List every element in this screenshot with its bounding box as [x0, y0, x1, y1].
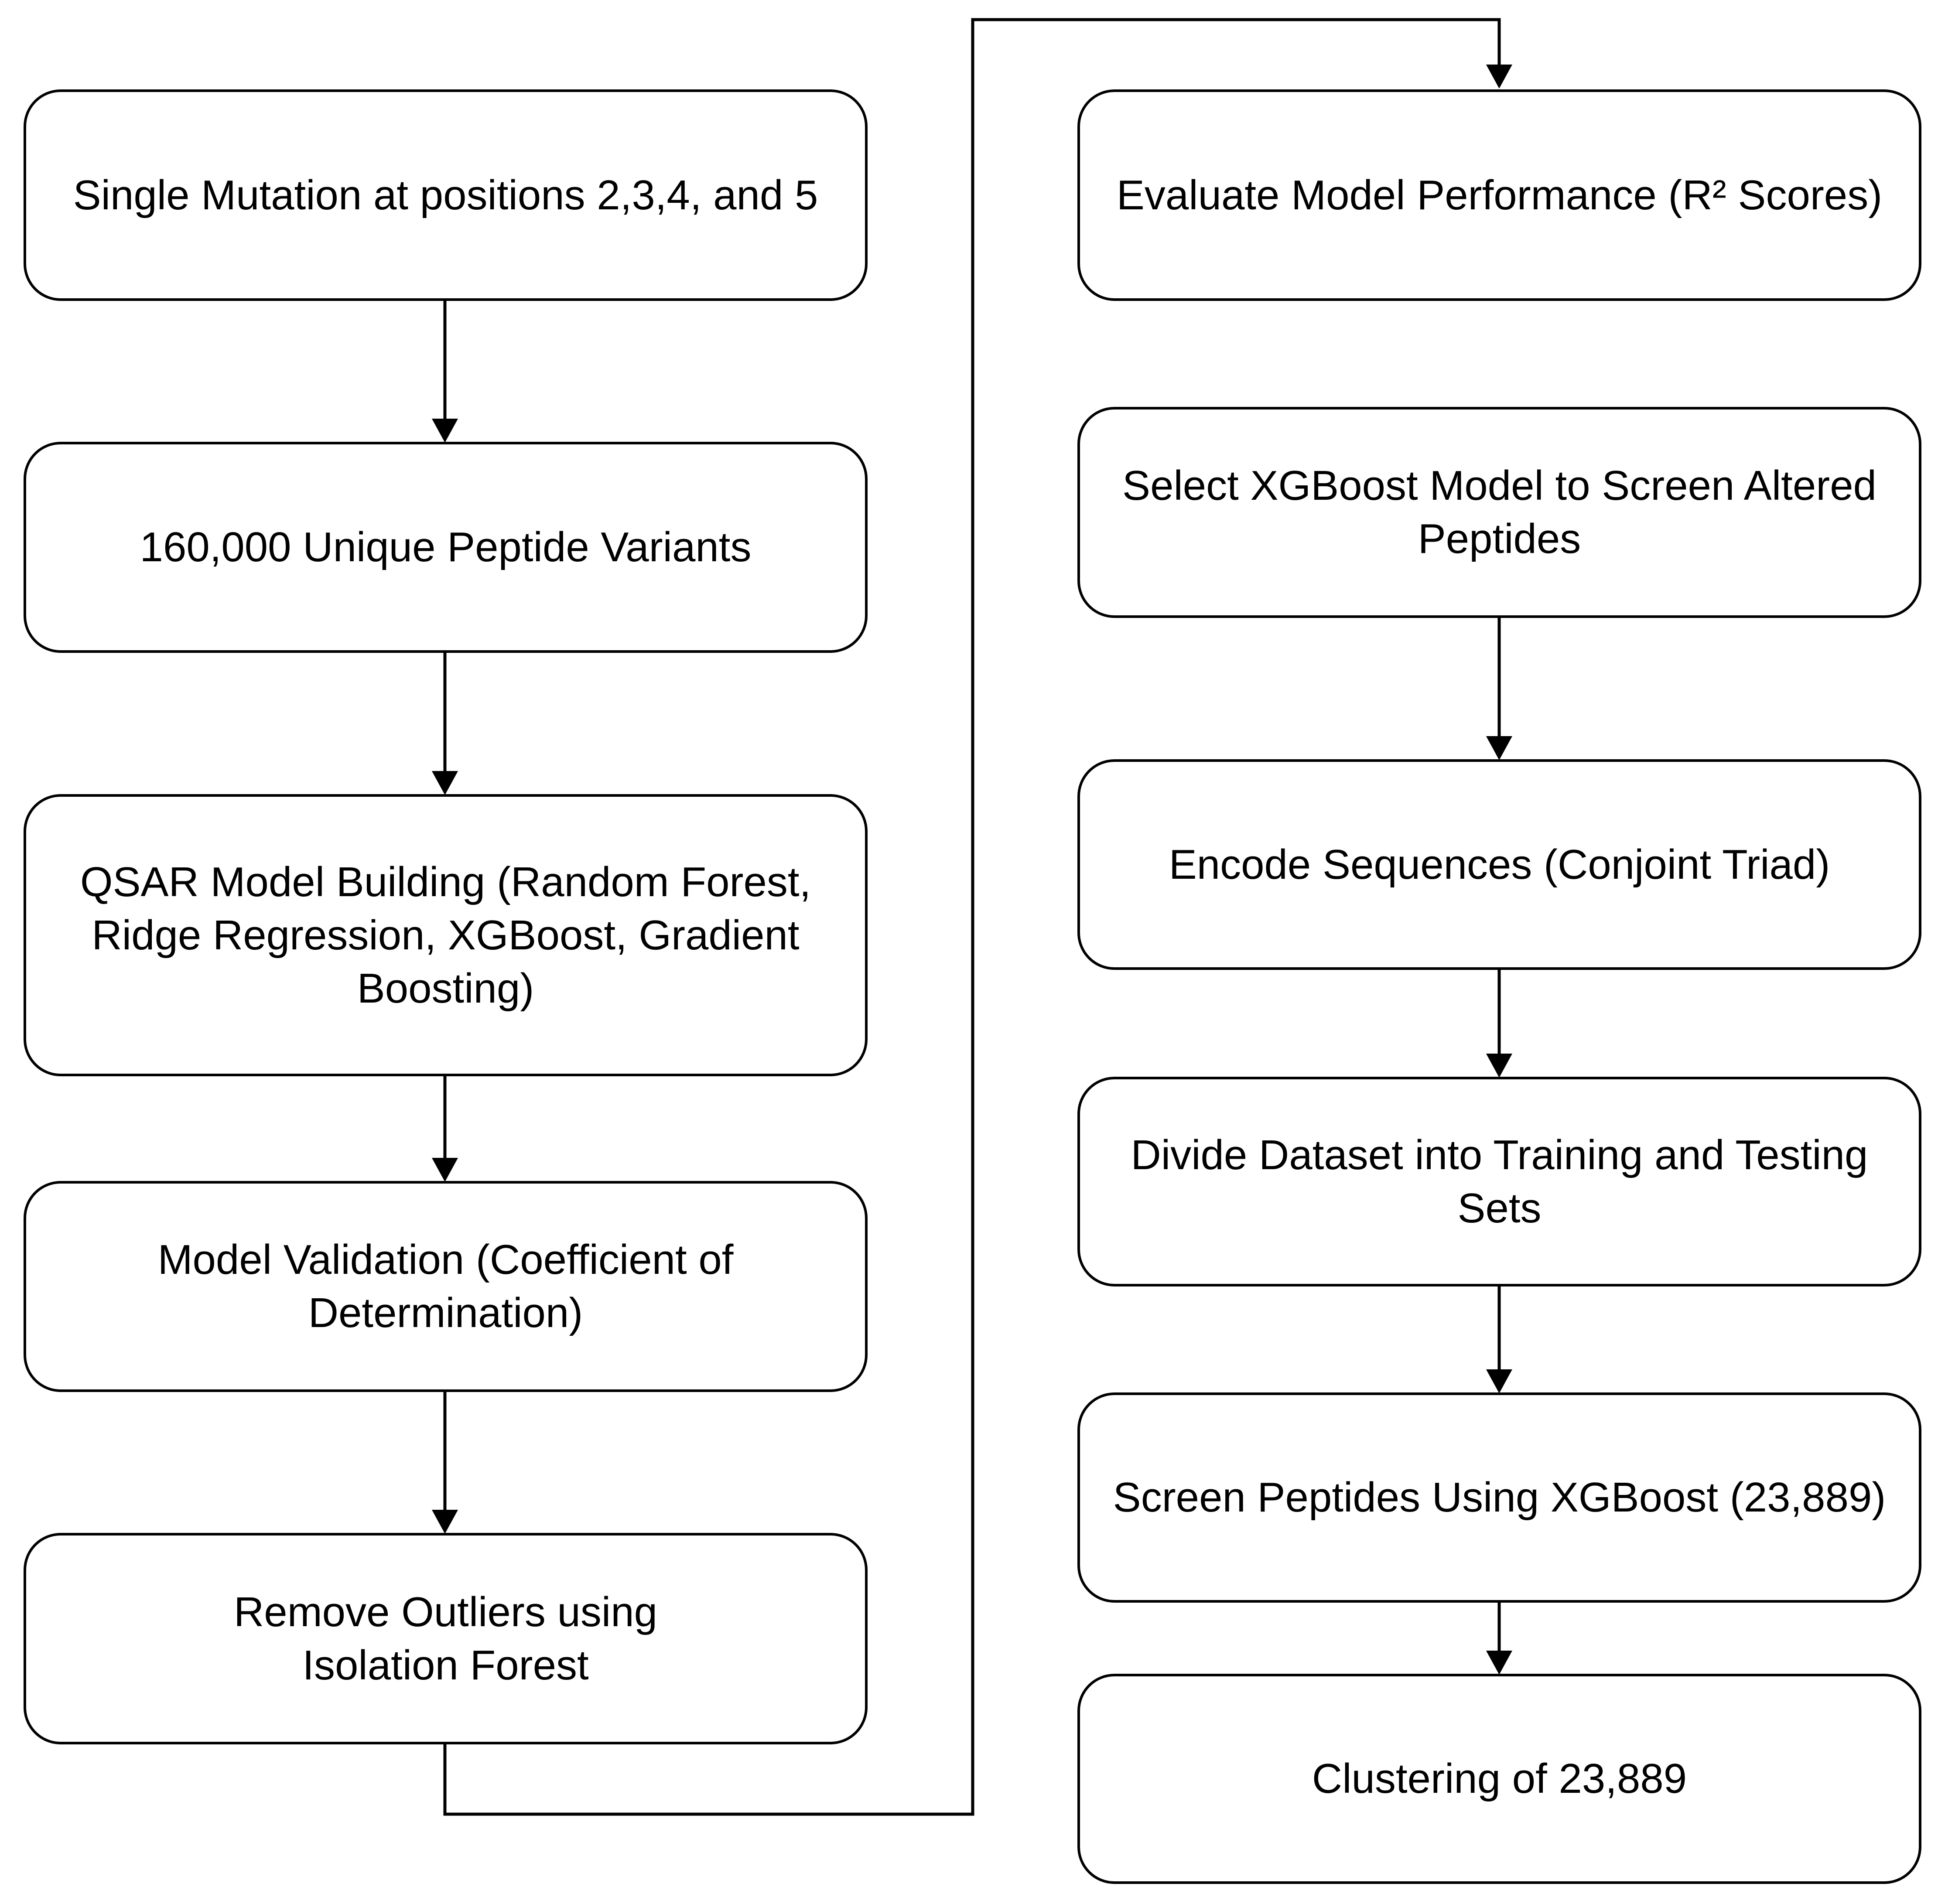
step-screen-peptides: Screen Peptides Using XGBoost (23,889)	[1077, 1392, 1921, 1603]
step-label: Clustering of 23,889	[1312, 1755, 1687, 1802]
step-label: Screen Peptides Using XGBoost (23,889)	[1113, 1474, 1886, 1521]
step-evaluate-performance: Evaluate Model Performance (R² Scores)	[1077, 89, 1921, 301]
step-single-mutation: Single Mutation at positions 2,3,4, and …	[24, 89, 868, 301]
step-label: 160,000 Unique Peptide Variants	[140, 524, 752, 570]
step-label: Select XGBoost Model to Screen Altered P…	[1122, 462, 1876, 562]
arrowhead	[1486, 1054, 1512, 1078]
step-select-xgboost: Select XGBoost Model to Screen Altered P…	[1077, 407, 1921, 618]
step-qsar-model-building: QSAR Model Building (Random Forest, Ridg…	[24, 794, 868, 1076]
step-remove-outliers: Remove Outliers using Isolation Forest	[24, 1533, 868, 1744]
step-label: Model Validation (Coefficient of Determi…	[157, 1236, 734, 1336]
arrowhead	[1486, 736, 1512, 760]
step-unique-variants: 160,000 Unique Peptide Variants	[24, 442, 868, 653]
arrowhead	[1486, 65, 1512, 89]
arrow-outliers-to-evaluate	[443, 18, 1501, 1816]
arrowhead	[432, 1510, 458, 1534]
step-label: Remove Outliers using Isolation Forest	[233, 1588, 658, 1689]
step-clustering: Clustering of 23,889	[1077, 1674, 1921, 1884]
step-encode-sequences: Encode Sequences (Conjoint Triad)	[1077, 759, 1921, 970]
step-model-validation: Model Validation (Coefficient of Determi…	[24, 1181, 868, 1392]
arrowhead	[432, 771, 458, 795]
step-divide-dataset: Divide Dataset into Training and Testing…	[1077, 1077, 1921, 1286]
arrowhead	[1486, 1369, 1512, 1393]
step-label: Divide Dataset into Training and Testing…	[1131, 1131, 1868, 1232]
arrowhead	[432, 1158, 458, 1182]
step-label: Evaluate Model Performance (R² Scores)	[1116, 171, 1883, 218]
step-label: QSAR Model Building (Random Forest, Ridg…	[80, 858, 811, 1012]
step-label: Encode Sequences (Conjoint Triad)	[1169, 841, 1830, 888]
arrowhead	[432, 419, 458, 443]
step-label: Single Mutation at positions 2,3,4, and …	[73, 171, 818, 218]
arrowhead	[1486, 1651, 1512, 1675]
